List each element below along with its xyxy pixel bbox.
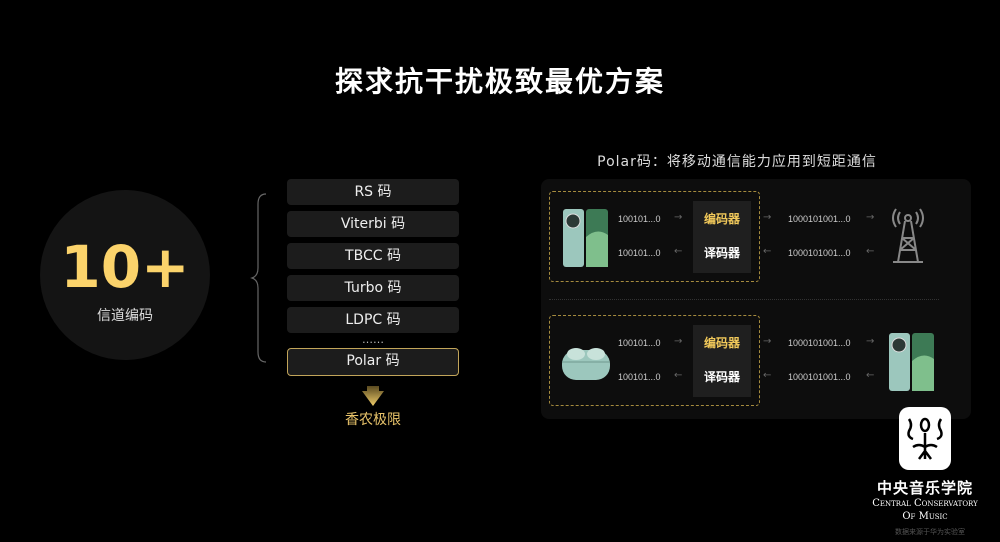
arrow-right-icon: → bbox=[866, 212, 875, 223]
stat-label: 信道编码 bbox=[97, 308, 153, 324]
decoder-label: 译码器 bbox=[703, 246, 740, 260]
arrow-right-icon: → bbox=[674, 336, 683, 347]
code-item-rs: RS 码 bbox=[287, 179, 459, 205]
phone-icon bbox=[889, 333, 934, 391]
arrow-left-icon: ← bbox=[674, 370, 683, 381]
conservatory-logo bbox=[899, 407, 951, 470]
arrow-left-icon: ← bbox=[866, 370, 875, 381]
logo-en-line1: Central Conservatory bbox=[872, 498, 978, 509]
arrow-left-icon: ← bbox=[763, 370, 772, 381]
arrow-left-icon: ← bbox=[866, 246, 875, 257]
stat-circle bbox=[40, 190, 210, 360]
down-arrow-icon bbox=[362, 386, 384, 406]
cell-tower-icon bbox=[892, 208, 924, 263]
codec-box bbox=[693, 201, 751, 273]
arrow-right-icon: → bbox=[763, 336, 772, 347]
ellipsis: …… bbox=[362, 333, 384, 346]
codec-box bbox=[693, 325, 751, 397]
received-bits: 1000101001...0 bbox=[788, 372, 851, 382]
code-item-ldpc: LDPC 码 bbox=[287, 307, 459, 333]
logo-cn-text: 中央音乐学院 bbox=[876, 479, 973, 497]
arrow-right-icon: → bbox=[763, 212, 772, 223]
decoder-label: 译码器 bbox=[703, 370, 740, 384]
device-box-top bbox=[549, 191, 760, 282]
output-bits: 100101...0 bbox=[618, 248, 661, 258]
input-bits: 100101...0 bbox=[618, 338, 661, 348]
device-box-bottom bbox=[549, 315, 760, 406]
page-title: 探求抗干扰极致最优方案 bbox=[334, 65, 665, 98]
logo-en-line2: Of Music bbox=[902, 511, 948, 522]
received-bits: 1000101001...0 bbox=[788, 248, 851, 258]
watermark: 数据来源于华为实验室 bbox=[895, 528, 965, 536]
arrow-right-icon: → bbox=[674, 212, 683, 223]
encoder-label: 编码器 bbox=[703, 212, 740, 226]
stat-number: 10+ bbox=[60, 233, 190, 301]
code-item-viterbi: Viterbi 码 bbox=[287, 211, 459, 237]
divider bbox=[549, 299, 939, 300]
encoded-bits: 1000101001...0 bbox=[788, 338, 851, 348]
yue-seal-icon bbox=[907, 417, 943, 460]
output-bits: 100101...0 bbox=[618, 372, 661, 382]
input-bits: 100101...0 bbox=[618, 214, 661, 224]
shannon-limit-label: 香农极限 bbox=[345, 412, 401, 428]
encoded-bits: 1000101001...0 bbox=[788, 214, 851, 224]
encoder-label: 编码器 bbox=[703, 336, 740, 350]
brace-icon bbox=[250, 193, 267, 363]
code-item-tbcc: TBCC 码 bbox=[287, 243, 459, 269]
code-item-turbo: Turbo 码 bbox=[287, 275, 459, 301]
arrow-left-icon: ← bbox=[763, 246, 772, 257]
earbuds-icon bbox=[562, 348, 610, 380]
phone-icon bbox=[563, 209, 608, 267]
panel-title: Polar码：将移动通信能力应用到短距通信 bbox=[597, 154, 877, 170]
arrow-right-icon: → bbox=[866, 336, 875, 347]
arrow-left-icon: ← bbox=[674, 246, 683, 257]
code-item-polar: Polar 码 bbox=[287, 348, 459, 376]
